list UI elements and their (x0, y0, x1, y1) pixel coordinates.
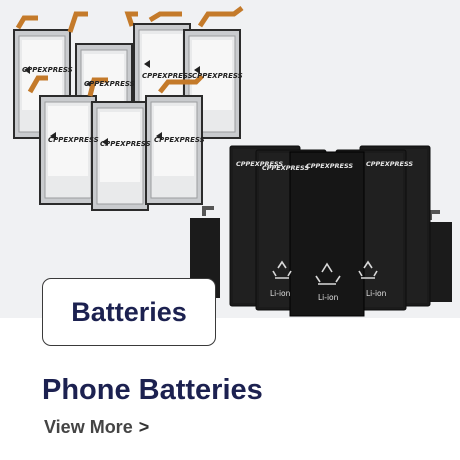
silver-battery-4 (183, 6, 244, 139)
brand-mark: CPPEXPRESS (22, 66, 73, 74)
brand-mark: CPPEXPRESS (154, 136, 205, 144)
view-more-label: View More (44, 417, 133, 437)
brand-mark: CPPEXPRESS (366, 160, 413, 168)
silver-battery-2 (67, 11, 133, 153)
chevron-right-icon: > (138, 417, 150, 437)
brand-mark: CPPEXPRESS (192, 72, 243, 80)
silver-battery-1 (13, 15, 71, 139)
silver-battery-6 (87, 77, 149, 211)
silver-battery-5 (27, 75, 97, 205)
battery-collage-illustration: CPPEXPRESS CPPEXPRESS CPPEXPRESS CPPEXPR… (13, 6, 452, 317)
card-title: Phone Batteries (42, 374, 263, 406)
brand-mark: CPPEXPRESS (262, 164, 309, 172)
cell-label: Li-ion (270, 289, 291, 298)
recycle-icon (315, 262, 341, 285)
brand-mark: CPPEXPRESS (100, 140, 151, 148)
brand-mark: CPPEXPRESS (142, 72, 193, 80)
recycle-icon (358, 260, 378, 279)
brand-mark: CPPEXPRESS (236, 160, 283, 168)
silver-battery-3 (124, 11, 191, 133)
view-more-link[interactable]: View More > (44, 416, 149, 438)
brand-mark: CPPEXPRESS (84, 80, 135, 88)
brand-mark: CPPEXPRESS (306, 162, 353, 170)
category-badge[interactable]: Batteries (42, 278, 216, 346)
black-battery-center (289, 151, 365, 317)
recycle-icon (272, 260, 292, 279)
cell-label: Li-ion (318, 293, 339, 302)
brand-mark: CPPEXPRESS (48, 136, 99, 144)
category-badge-label: Batteries (71, 296, 187, 327)
product-image: CPPEXPRESS CPPEXPRESS CPPEXPRESS CPPEXPR… (0, 0, 460, 318)
cell-label: Li-ion (366, 289, 387, 298)
silver-battery-7 (145, 74, 204, 205)
